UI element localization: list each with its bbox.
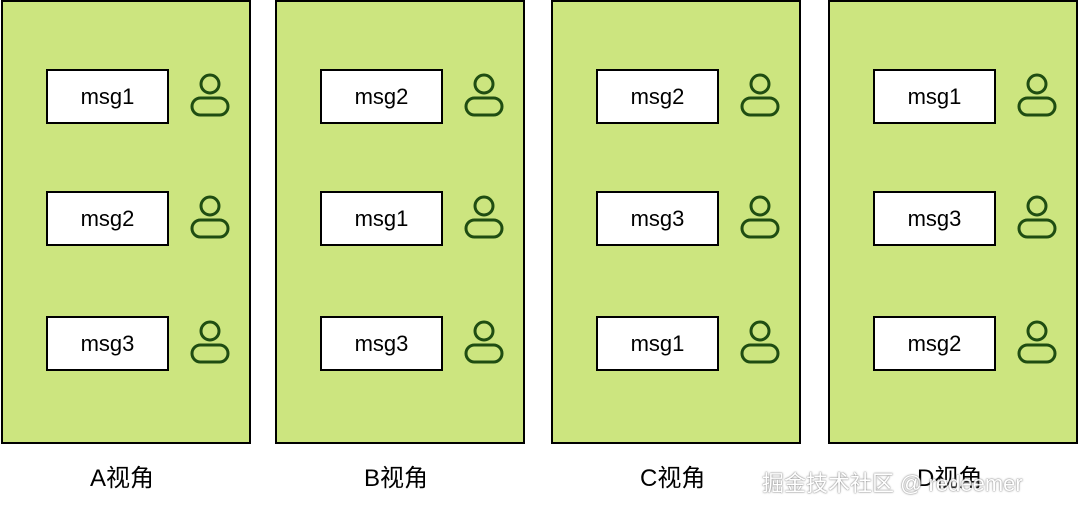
user-icon: [1017, 320, 1057, 364]
user-icon: [1017, 73, 1057, 117]
user-icon: [190, 320, 230, 364]
caption-d: D视角: [917, 465, 983, 492]
message-box: msg2: [46, 191, 169, 246]
user-icon: [740, 320, 780, 364]
message-box: msg1: [320, 191, 443, 246]
user-icon: [190, 195, 230, 239]
user-icon: [464, 73, 504, 117]
message-row: msg1: [277, 191, 523, 247]
message-row: msg2: [3, 191, 249, 247]
panel-a: msg1 msg2 msg3: [1, 0, 251, 444]
message-box: msg3: [596, 191, 719, 246]
user-icon: [464, 195, 504, 239]
message-box: msg1: [873, 69, 996, 124]
message-box: msg2: [596, 69, 719, 124]
message-box: msg3: [873, 191, 996, 246]
message-box: msg3: [46, 316, 169, 371]
panel-d: msg1 msg3 msg2: [828, 0, 1078, 444]
panel-c: msg2 msg3 msg1: [551, 0, 801, 444]
message-row: msg3: [3, 316, 249, 372]
message-row: msg3: [553, 191, 799, 247]
user-icon: [740, 73, 780, 117]
user-icon: [190, 73, 230, 117]
message-box: msg1: [46, 69, 169, 124]
message-row: msg1: [553, 316, 799, 372]
message-row: msg2: [830, 316, 1076, 372]
message-row: msg3: [830, 191, 1076, 247]
caption-b: B视角: [364, 465, 429, 492]
caption-a: A视角: [90, 465, 155, 492]
message-row: msg1: [830, 69, 1076, 125]
message-box: msg2: [320, 69, 443, 124]
watermark: 掘金技术社区 @ redeemer: [762, 471, 1023, 496]
message-row: msg3: [277, 316, 523, 372]
message-row: msg2: [553, 69, 799, 125]
user-icon: [464, 320, 504, 364]
user-icon: [1017, 195, 1057, 239]
message-box: msg3: [320, 316, 443, 371]
message-row: msg1: [3, 69, 249, 125]
message-box: msg2: [873, 316, 996, 371]
message-box: msg1: [596, 316, 719, 371]
panel-b: msg2 msg1 msg3: [275, 0, 525, 444]
user-icon: [740, 195, 780, 239]
message-row: msg2: [277, 69, 523, 125]
caption-c: C视角: [640, 465, 706, 492]
